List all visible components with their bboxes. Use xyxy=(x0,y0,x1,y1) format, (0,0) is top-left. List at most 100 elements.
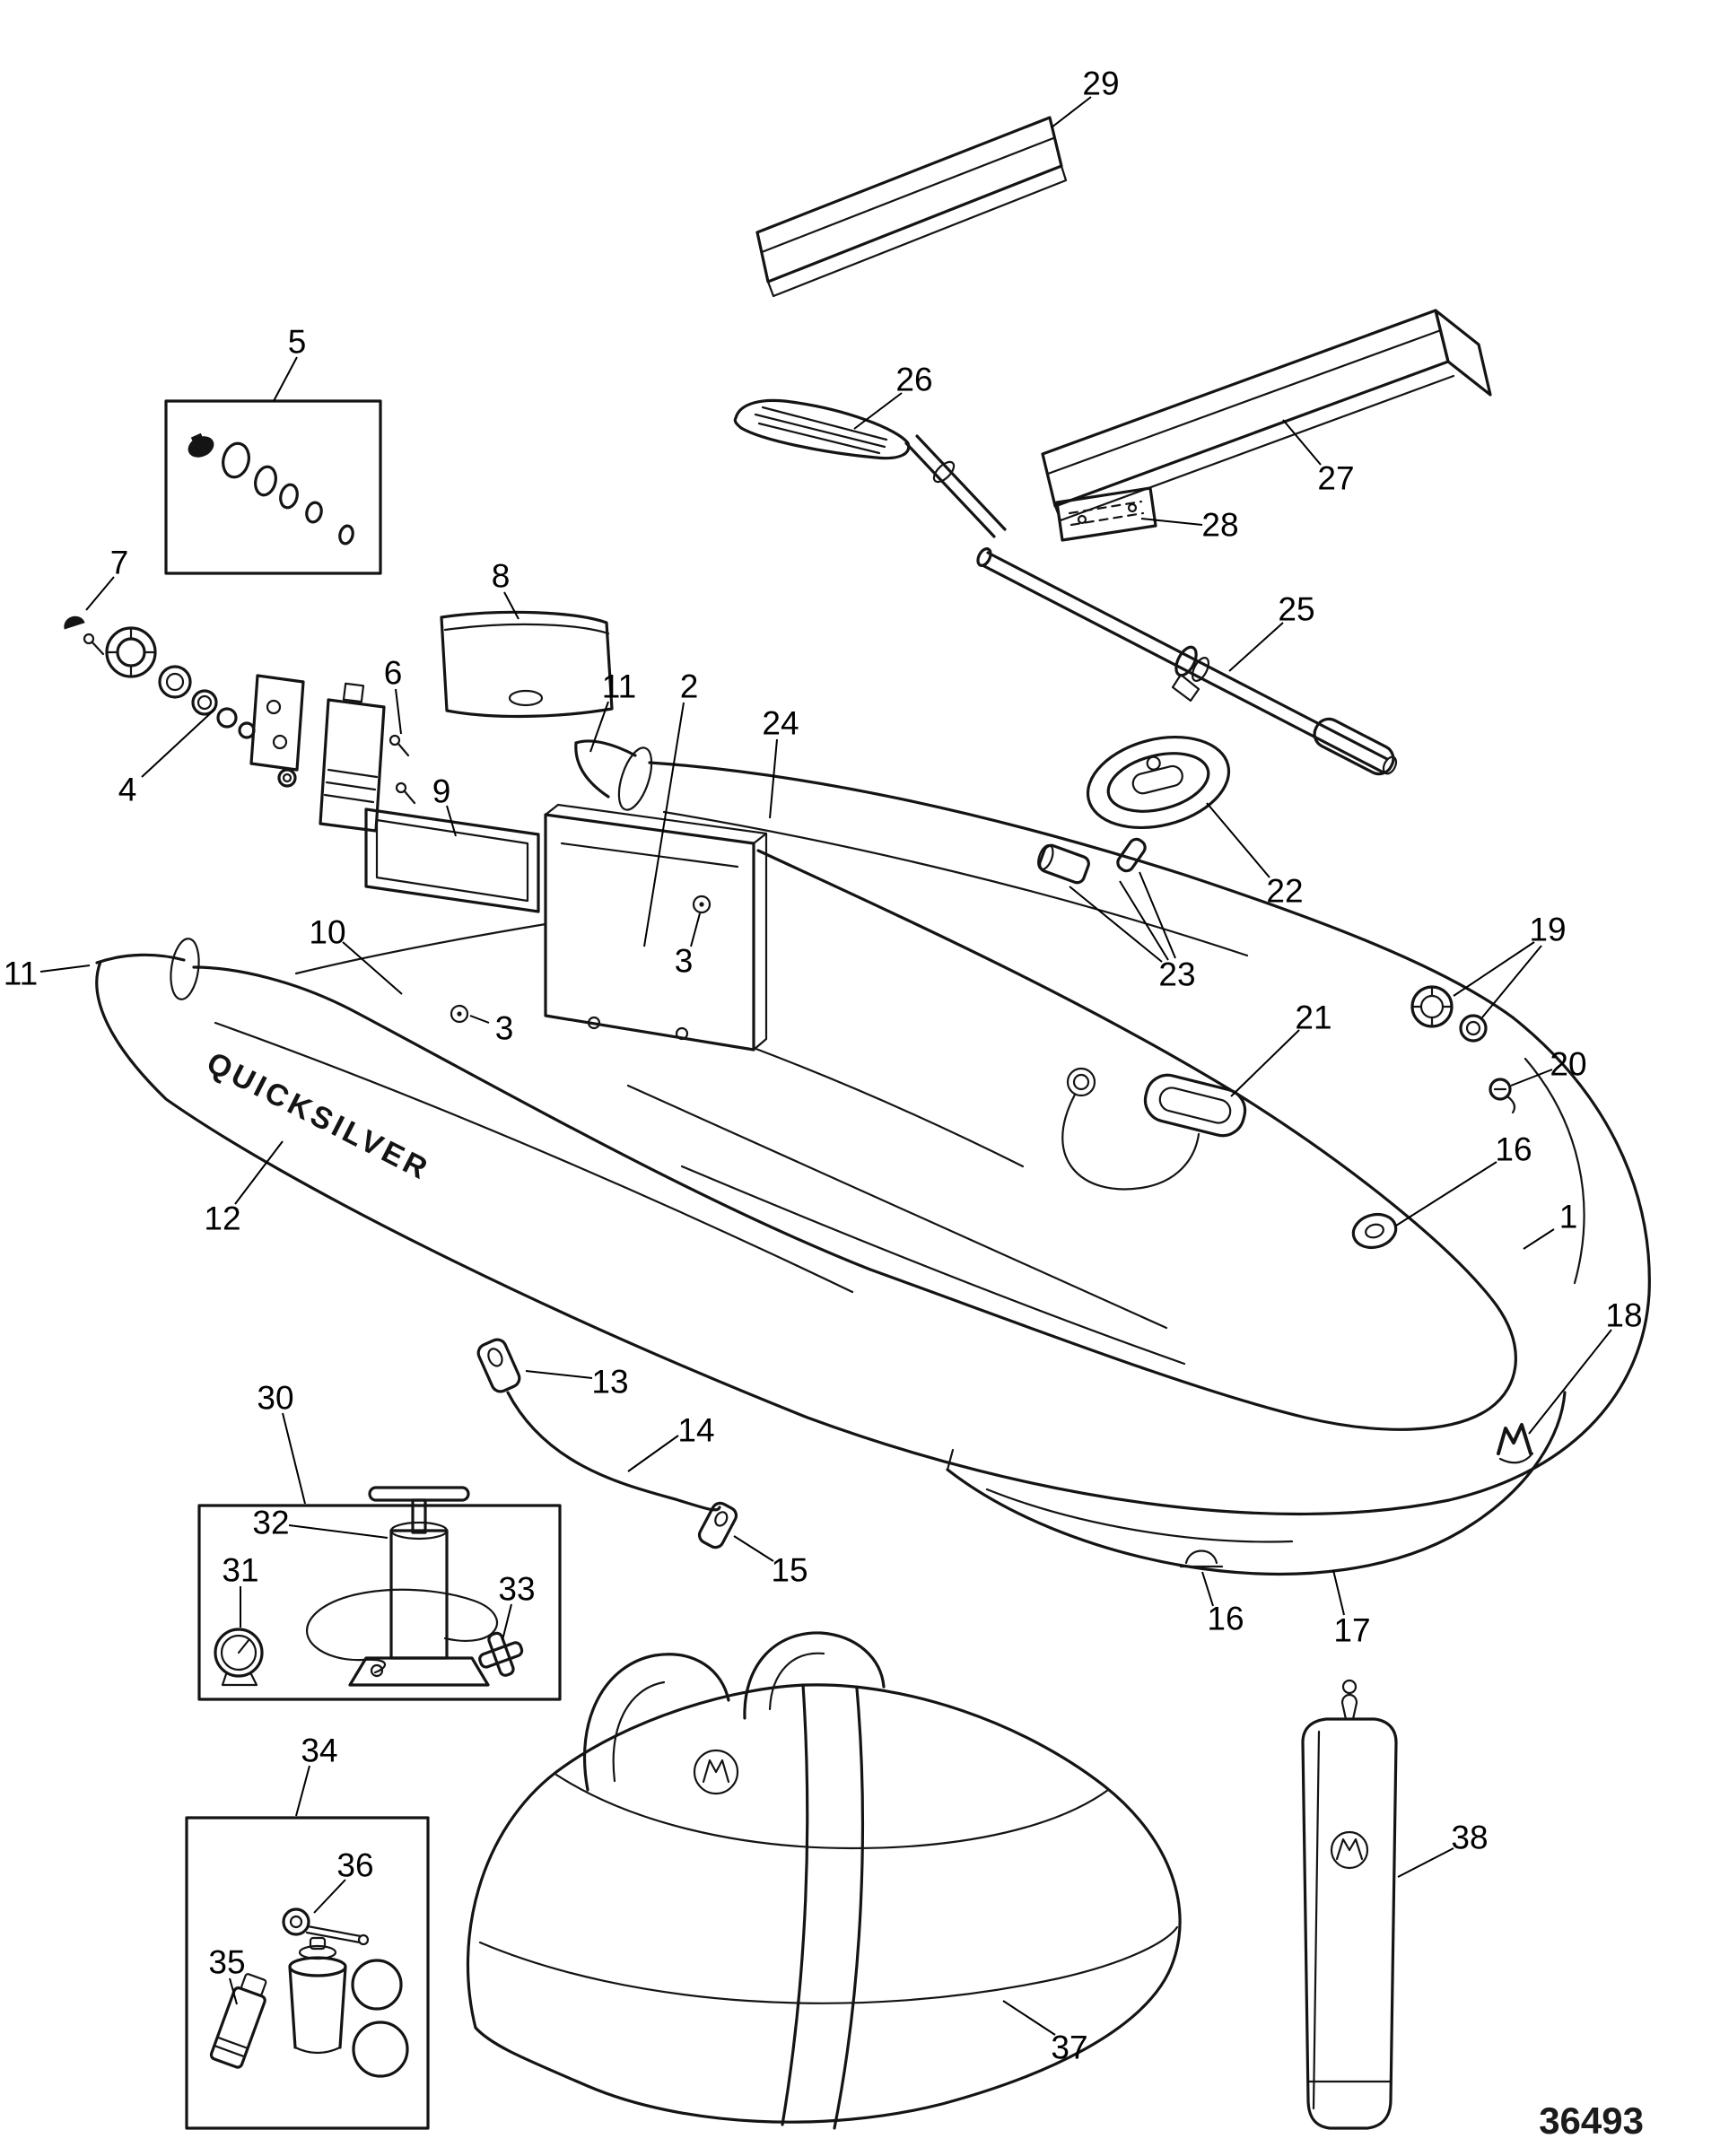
pump-kit-box-30 xyxy=(197,1486,562,1701)
oar-bag-38 xyxy=(1301,1679,1398,2130)
grab-handle-21 xyxy=(1143,1073,1247,1138)
leader-line-11 xyxy=(39,965,91,973)
sealant-cup xyxy=(288,1936,347,2055)
line-art xyxy=(64,116,1651,2130)
callout-37: 37 xyxy=(1051,2029,1087,2066)
callout-38: 38 xyxy=(1451,1820,1488,1856)
callout-21: 21 xyxy=(1295,999,1331,1036)
callout-12: 12 xyxy=(204,1200,240,1237)
leader-line-32 xyxy=(288,1524,389,1539)
leader-line-26 xyxy=(853,392,903,430)
leader-line-6 xyxy=(395,688,402,735)
callout-27: 27 xyxy=(1317,460,1354,497)
leader-line-35 xyxy=(229,1977,238,2005)
callout-29: 29 xyxy=(1082,65,1119,102)
callout-14: 14 xyxy=(677,1412,714,1449)
leader-line-17 xyxy=(1332,1569,1345,1616)
leader-line-18 xyxy=(1528,1329,1612,1435)
leader-line-19 xyxy=(1481,945,1542,1018)
callout-2: 2 xyxy=(680,668,699,705)
valve-cap-7 xyxy=(64,615,105,656)
oarlock-ring-22 xyxy=(1086,735,1231,830)
leader-line-34 xyxy=(295,1765,310,1817)
leader-line-10 xyxy=(342,941,403,995)
leader-line-20 xyxy=(1510,1069,1553,1087)
callout-24: 24 xyxy=(762,705,799,742)
leader-line-21 xyxy=(1230,1029,1300,1097)
callout-6: 6 xyxy=(384,655,403,692)
callout-30: 30 xyxy=(257,1380,293,1417)
oar-shaft-25 xyxy=(976,547,1398,776)
callout-15: 15 xyxy=(771,1552,808,1589)
leader-line-7 xyxy=(85,576,115,611)
callout-31: 31 xyxy=(222,1552,258,1589)
valve-adapter-33 xyxy=(478,1631,524,1677)
callout-11: 11 xyxy=(602,668,636,705)
callout-19: 19 xyxy=(1529,912,1566,948)
leader-line-37 xyxy=(1002,2000,1056,2036)
leader-line-15 xyxy=(733,1535,774,1562)
callout-8: 8 xyxy=(492,558,511,595)
callout-3: 3 xyxy=(495,1010,514,1047)
leader-line-8 xyxy=(503,591,519,620)
leader-line-33 xyxy=(502,1603,512,1641)
boat-brand-label: QUICKSILVER xyxy=(201,1045,435,1187)
glue-tube-35 xyxy=(209,1973,267,2069)
repair-kit-box-34 xyxy=(185,1816,430,2130)
callout-13: 13 xyxy=(591,1364,628,1401)
callout-1: 1 xyxy=(1559,1199,1578,1235)
leader-line-36 xyxy=(313,1879,346,1914)
carry-bag-37 xyxy=(466,1631,1182,2130)
oar-blade-26 xyxy=(733,398,1007,538)
seat-pad-8 xyxy=(440,610,614,719)
leader-line-16 xyxy=(1395,1161,1497,1226)
callout-9: 9 xyxy=(432,773,451,810)
callout-10: 10 xyxy=(309,914,345,951)
valve-assembly-4 xyxy=(105,626,305,788)
callout-36: 36 xyxy=(336,1847,373,1884)
callout-3: 3 xyxy=(675,943,694,980)
seat-board-27 xyxy=(1041,309,1492,522)
callout-17: 17 xyxy=(1333,1612,1370,1649)
callout-23: 23 xyxy=(1158,956,1195,993)
leader-line-27 xyxy=(1282,419,1322,466)
leader-line-5 xyxy=(273,356,298,402)
boat-hull-drawing xyxy=(95,739,1651,1576)
leader-line-22 xyxy=(1206,802,1270,878)
valve-kit-box-5 xyxy=(164,399,382,575)
leader-line-2 xyxy=(643,702,685,947)
leader-line-23 xyxy=(1119,880,1169,961)
callout-35: 35 xyxy=(208,1944,245,1981)
leader-line-3 xyxy=(469,1015,490,1024)
callout-26: 26 xyxy=(895,362,932,398)
callout-33: 33 xyxy=(498,1571,535,1608)
leader-line-38 xyxy=(1397,1847,1454,1878)
leader-lines xyxy=(39,96,1612,2036)
leader-line-29 xyxy=(1051,96,1092,128)
leader-line-14 xyxy=(627,1435,679,1472)
mercury-logo-icon xyxy=(1330,1830,1369,1870)
callout-18: 18 xyxy=(1605,1297,1642,1334)
transom-plate-9 xyxy=(364,807,540,913)
mercury-logo-icon xyxy=(693,1749,739,1795)
leader-line-24 xyxy=(769,738,778,819)
air-pump-32 xyxy=(306,1486,499,1687)
leader-line-3 xyxy=(690,912,701,947)
callout-16: 16 xyxy=(1207,1601,1244,1637)
callout-7: 7 xyxy=(110,545,129,581)
leader-line-11 xyxy=(589,701,609,753)
leader-line-23 xyxy=(1069,886,1163,963)
leader-line-23 xyxy=(1139,871,1176,959)
callout-22: 22 xyxy=(1266,873,1303,910)
callout-20: 20 xyxy=(1550,1046,1586,1083)
mercury-logo-icon xyxy=(1497,1423,1534,1464)
oarlock-fittings-23 xyxy=(1037,837,1147,885)
callout-16: 16 xyxy=(1495,1131,1532,1168)
leader-line-9 xyxy=(446,805,457,837)
diagram-number: 36493 xyxy=(1539,2099,1644,2142)
floorboard-plank-29 xyxy=(755,116,1068,298)
callout-4: 4 xyxy=(118,772,137,808)
